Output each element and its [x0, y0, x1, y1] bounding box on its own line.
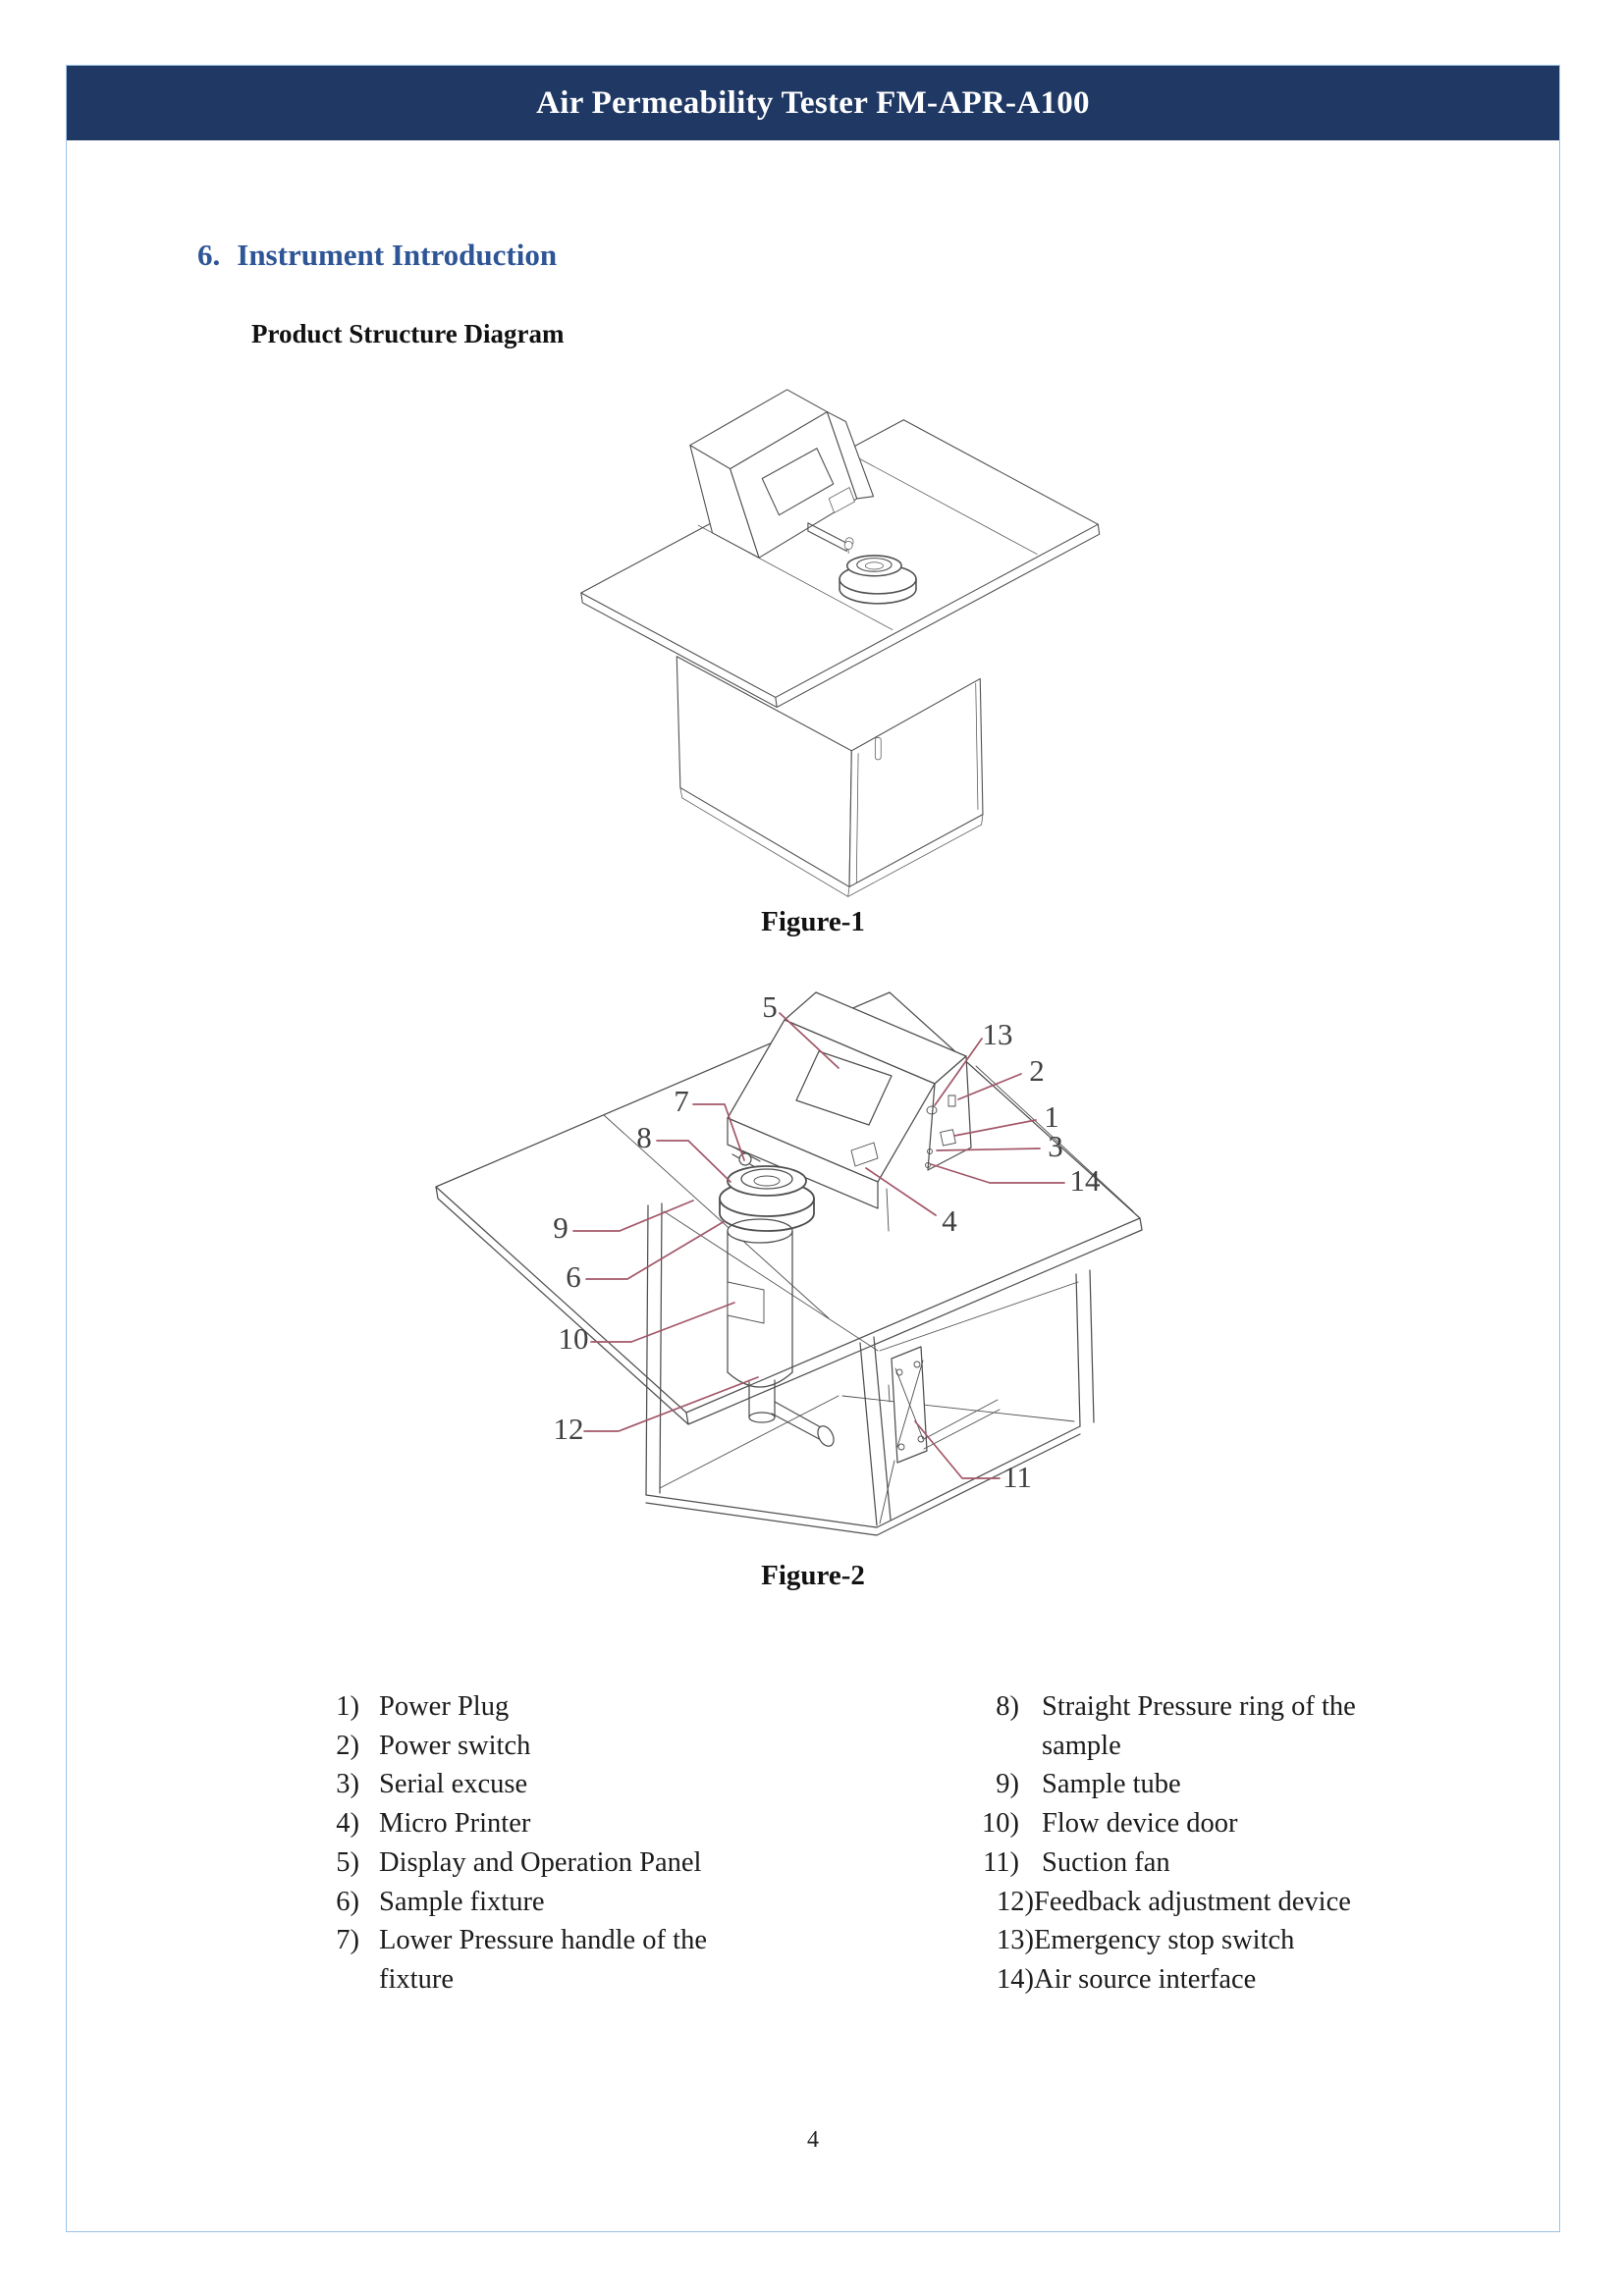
figure2-fixture: [719, 1146, 815, 1232]
item-text: Feedback adjustment device: [1034, 1886, 1351, 1917]
item-number: 4): [336, 1808, 359, 1840]
item-text: Air source interface: [1034, 1963, 1257, 1995]
list-item: 12)Feedback adjustment device: [955, 1883, 1422, 1922]
callout-4: 4: [942, 1203, 957, 1238]
callout-9: 9: [553, 1210, 568, 1245]
figure2-console: [727, 991, 972, 1209]
item-text: Sample tube: [1042, 1769, 1181, 1800]
list-item: 6) Sample fixture: [291, 1883, 723, 1922]
callout-3: 3: [1048, 1129, 1063, 1163]
air-source-mark: [925, 1162, 931, 1168]
figure2-leader-lines: [572, 1012, 1065, 1479]
item-text: Lower Pressure handle of the fixture: [379, 1925, 707, 1995]
list-item: 1) Power Plug: [291, 1687, 723, 1727]
display-screen: [795, 1050, 893, 1126]
section-number: 6.: [197, 238, 221, 272]
callout-11: 11: [1002, 1460, 1032, 1494]
callout-6: 6: [566, 1259, 581, 1294]
list-item: 2) Power switch: [291, 1727, 723, 1766]
item-text: Display and Operation Panel: [379, 1846, 702, 1878]
serial-port-mark: [927, 1148, 933, 1154]
document-title: Air Permeability Tester FM-APR-A100: [536, 84, 1090, 121]
figure1-console: [689, 389, 875, 559]
figure2-drawing: 5 13 2 1 3 14 4 7 8 9 6 10 12 11: [389, 978, 1155, 1557]
figure2-callout-numbers: 5 13 2 1 3 14 4 7 8 9 6 10 12 11: [553, 989, 1101, 1494]
list-item: 4) Micro Printer: [291, 1804, 723, 1843]
item-number: 8): [996, 1691, 1019, 1722]
list-item: 11) Suction fan: [941, 1843, 1422, 1883]
callout-10: 10: [559, 1321, 589, 1356]
item-number: 5): [336, 1846, 359, 1878]
list-item: 13)Emergency stop switch: [955, 1921, 1422, 1960]
power-switch-mark: [947, 1095, 956, 1107]
callout-7: 7: [674, 1084, 689, 1118]
list-item: 3) Serial excuse: [291, 1765, 723, 1804]
callout-13: 13: [983, 1017, 1013, 1051]
item-number: 11): [983, 1846, 1019, 1878]
document-header-bar: Air Permeability Tester FM-APR-A100: [67, 66, 1559, 140]
page-frame: Air Permeability Tester FM-APR-A100 6. I…: [66, 65, 1560, 2232]
item-number: 14): [997, 1963, 1034, 1995]
item-number: 2): [336, 1730, 359, 1761]
item-text: Micro Printer: [379, 1808, 531, 1840]
list-item: 8) Straight Pressure ring of the sample: [941, 1687, 1422, 1765]
callout-1: 1: [1044, 1099, 1059, 1134]
item-number: 12): [997, 1886, 1034, 1917]
list-item: 14)Air source interface: [955, 1960, 1422, 2000]
page-number: 4: [807, 2127, 819, 2153]
list-item: 9) Sample tube: [941, 1765, 1422, 1804]
list-item: 7) Lower Pressure handle of the fixture: [291, 1921, 723, 1999]
figure1-svg: [580, 389, 1101, 897]
item-text: Power switch: [379, 1730, 531, 1761]
item-number: 6): [336, 1886, 359, 1917]
parts-list-right-column: 8) Straight Pressure ring of the sample 9…: [941, 1687, 1422, 2000]
item-number: 1): [336, 1691, 359, 1722]
list-item: 5) Display and Operation Panel: [291, 1843, 723, 1883]
figure1-drawing: [423, 256, 1110, 943]
callout-5: 5: [762, 989, 778, 1024]
callout-12: 12: [554, 1412, 584, 1446]
item-text: Flow device door: [1042, 1808, 1238, 1840]
flow-device-door: [727, 1281, 765, 1324]
subsection-title: Product Structure Diagram: [251, 319, 565, 348]
figure1-fixture: [839, 541, 917, 605]
list-item: 10) Flow device door: [941, 1804, 1422, 1843]
parts-list-left-column: 1) Power Plug 2) Power switch 3) Serial exc…: [291, 1687, 723, 2000]
figure2-frame: [645, 1188, 1095, 1536]
item-text: Sample fixture: [379, 1886, 545, 1917]
figure2-suction-fan: [891, 1346, 1001, 1464]
item-number: 13): [997, 1925, 1034, 1956]
figure2-caption: Figure-2: [761, 1560, 865, 1591]
item-number: 9): [996, 1769, 1019, 1800]
item-number: 3): [336, 1769, 359, 1800]
item-text: Serial excuse: [379, 1769, 528, 1800]
callout-2: 2: [1029, 1053, 1045, 1088]
figure2-sample-tube: [727, 1218, 835, 1447]
item-text: Emergency stop switch: [1034, 1925, 1295, 1956]
callout-14: 14: [1070, 1163, 1102, 1198]
item-text: Power Plug: [379, 1691, 510, 1722]
item-number: 7): [336, 1925, 359, 1956]
item-text: Suction fan: [1042, 1846, 1170, 1878]
section-heading: 6. Instrument Introduction: [197, 238, 557, 273]
figure1-caption: Figure-1: [761, 906, 865, 937]
figure2-svg: 5 13 2 1 3 14 4 7 8 9 6 10 12 11: [435, 989, 1143, 1536]
callout-8: 8: [636, 1120, 652, 1154]
item-number: 10): [982, 1808, 1019, 1840]
emergency-stop-mark: [926, 1105, 938, 1115]
micro-printer-slot: [850, 1142, 879, 1167]
pressure-handle-knob: [738, 1152, 752, 1166]
item-text: Straight Pressure ring of the sample: [1042, 1691, 1356, 1761]
figure1-cabinet: [676, 656, 984, 897]
section-title: Instrument Introduction: [237, 238, 558, 272]
